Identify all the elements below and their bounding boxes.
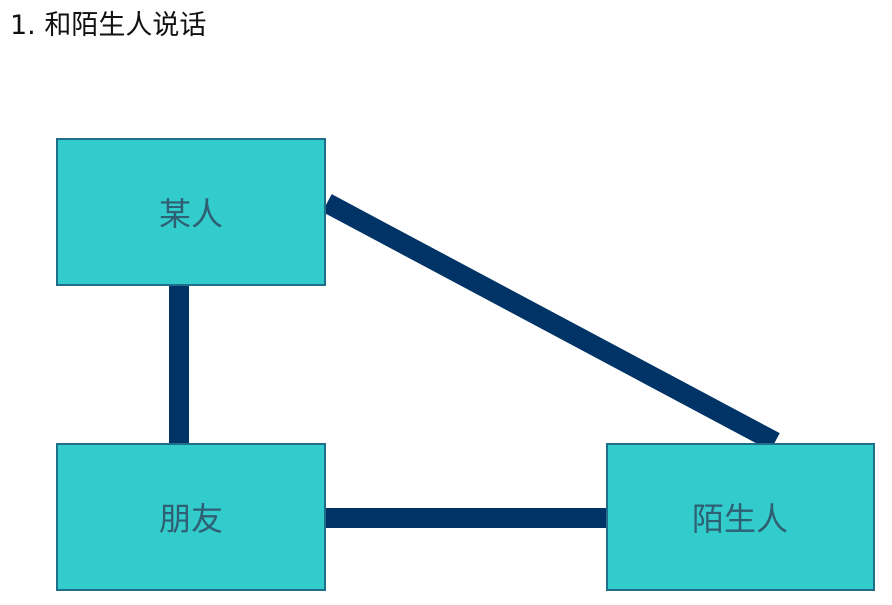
edge-someone-stranger	[322, 194, 780, 451]
node-someone-label: 某人	[159, 195, 223, 233]
node-stranger-box	[606, 443, 875, 591]
node-stranger-label: 陌生人	[692, 500, 788, 538]
page-title: 1. 和陌生人说话	[10, 10, 207, 41]
node-someone-box	[56, 138, 326, 286]
node-friend-box	[56, 443, 326, 591]
node-friend: 朋友	[56, 443, 326, 591]
node-someone: 某人	[56, 138, 326, 286]
node-stranger: 陌生人	[606, 443, 875, 591]
node-friend-label: 朋友	[159, 500, 223, 538]
